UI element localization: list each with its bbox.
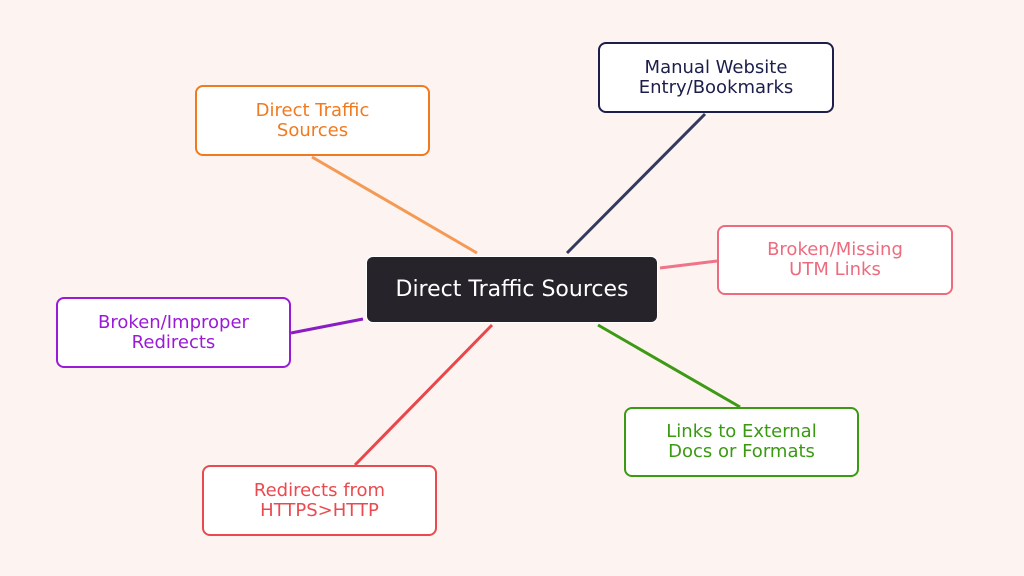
node-broken-missing-utm: Broken/Missing UTM Links xyxy=(717,225,953,295)
central-node: Direct Traffic Sources xyxy=(367,257,657,322)
node-links-external-docs: Links to External Docs or Formats xyxy=(624,407,859,477)
node-label: Manual Website Entry/Bookmarks xyxy=(638,56,794,98)
node-direct-traffic-sources: Direct Traffic Sources xyxy=(195,85,430,156)
link-manual xyxy=(565,112,707,255)
node-broken-improper-redirects: Broken/Improper Redirects xyxy=(56,297,291,368)
node-redirects-https-http: Redirects from HTTPS>HTTP xyxy=(202,465,437,536)
node-label: Links to External Docs or Formats xyxy=(666,421,817,462)
link-improper xyxy=(290,317,364,335)
node-label: Redirects from HTTPS>HTTP xyxy=(253,479,386,521)
link-utm xyxy=(659,259,718,270)
node-label: Broken/Missing UTM Links xyxy=(767,239,903,280)
link-direct xyxy=(311,155,478,255)
node-label: Broken/Improper Redirects xyxy=(98,311,249,353)
link-links xyxy=(597,323,741,409)
central-node-label: Direct Traffic Sources xyxy=(395,277,629,302)
node-manual-website-entry: Manual Website Entry/Bookmarks xyxy=(598,42,834,113)
node-label: Direct Traffic Sources xyxy=(255,99,370,141)
link-https xyxy=(353,323,494,467)
